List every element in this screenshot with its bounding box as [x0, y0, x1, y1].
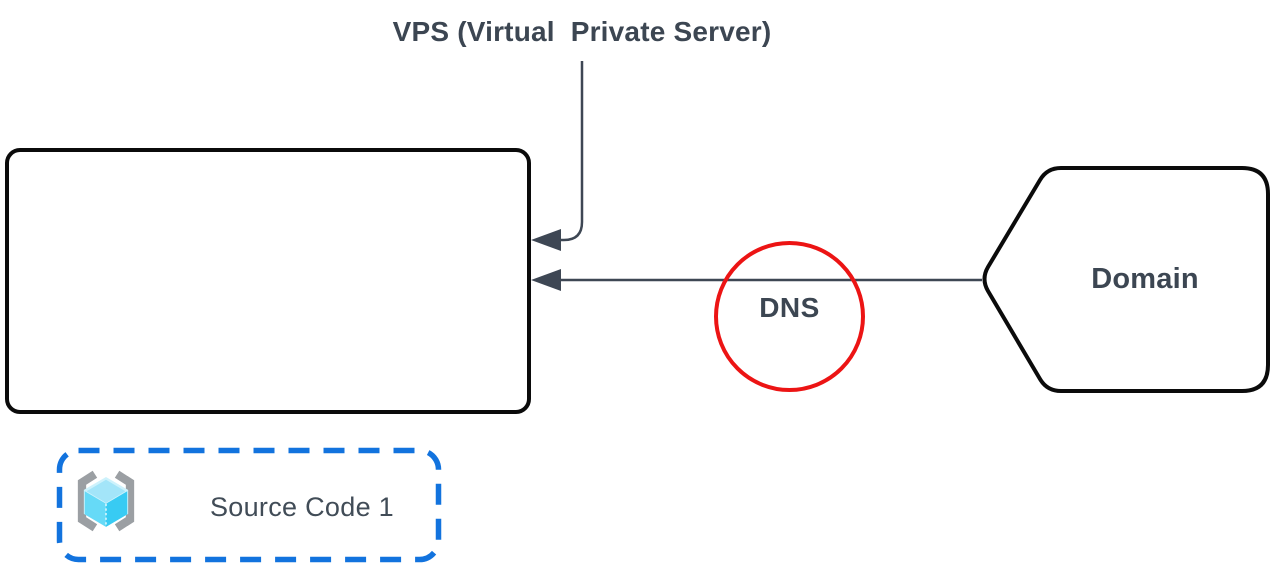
vps-title: VPS (Virtual Private Server): [392, 16, 772, 47]
code-cube-icon: [77, 470, 135, 532]
dns-node: DNS: [714, 241, 865, 392]
source-code-label: Source Code 1: [209, 492, 394, 522]
domain-label: Domain: [1091, 263, 1199, 295]
dns-label: DNS: [759, 291, 820, 323]
left-bracket-icon: [77, 470, 98, 532]
source-code-node: [56, 447, 442, 563]
arrowhead-icon: [531, 229, 561, 251]
domain-node: [982, 166, 1270, 393]
arrowhead-icon: [531, 269, 561, 291]
right-bracket-icon: [114, 470, 135, 532]
cube-icon: [83, 477, 129, 527]
title-to-vps-arrow: [531, 61, 584, 251]
vps-box-node: [5, 148, 531, 414]
